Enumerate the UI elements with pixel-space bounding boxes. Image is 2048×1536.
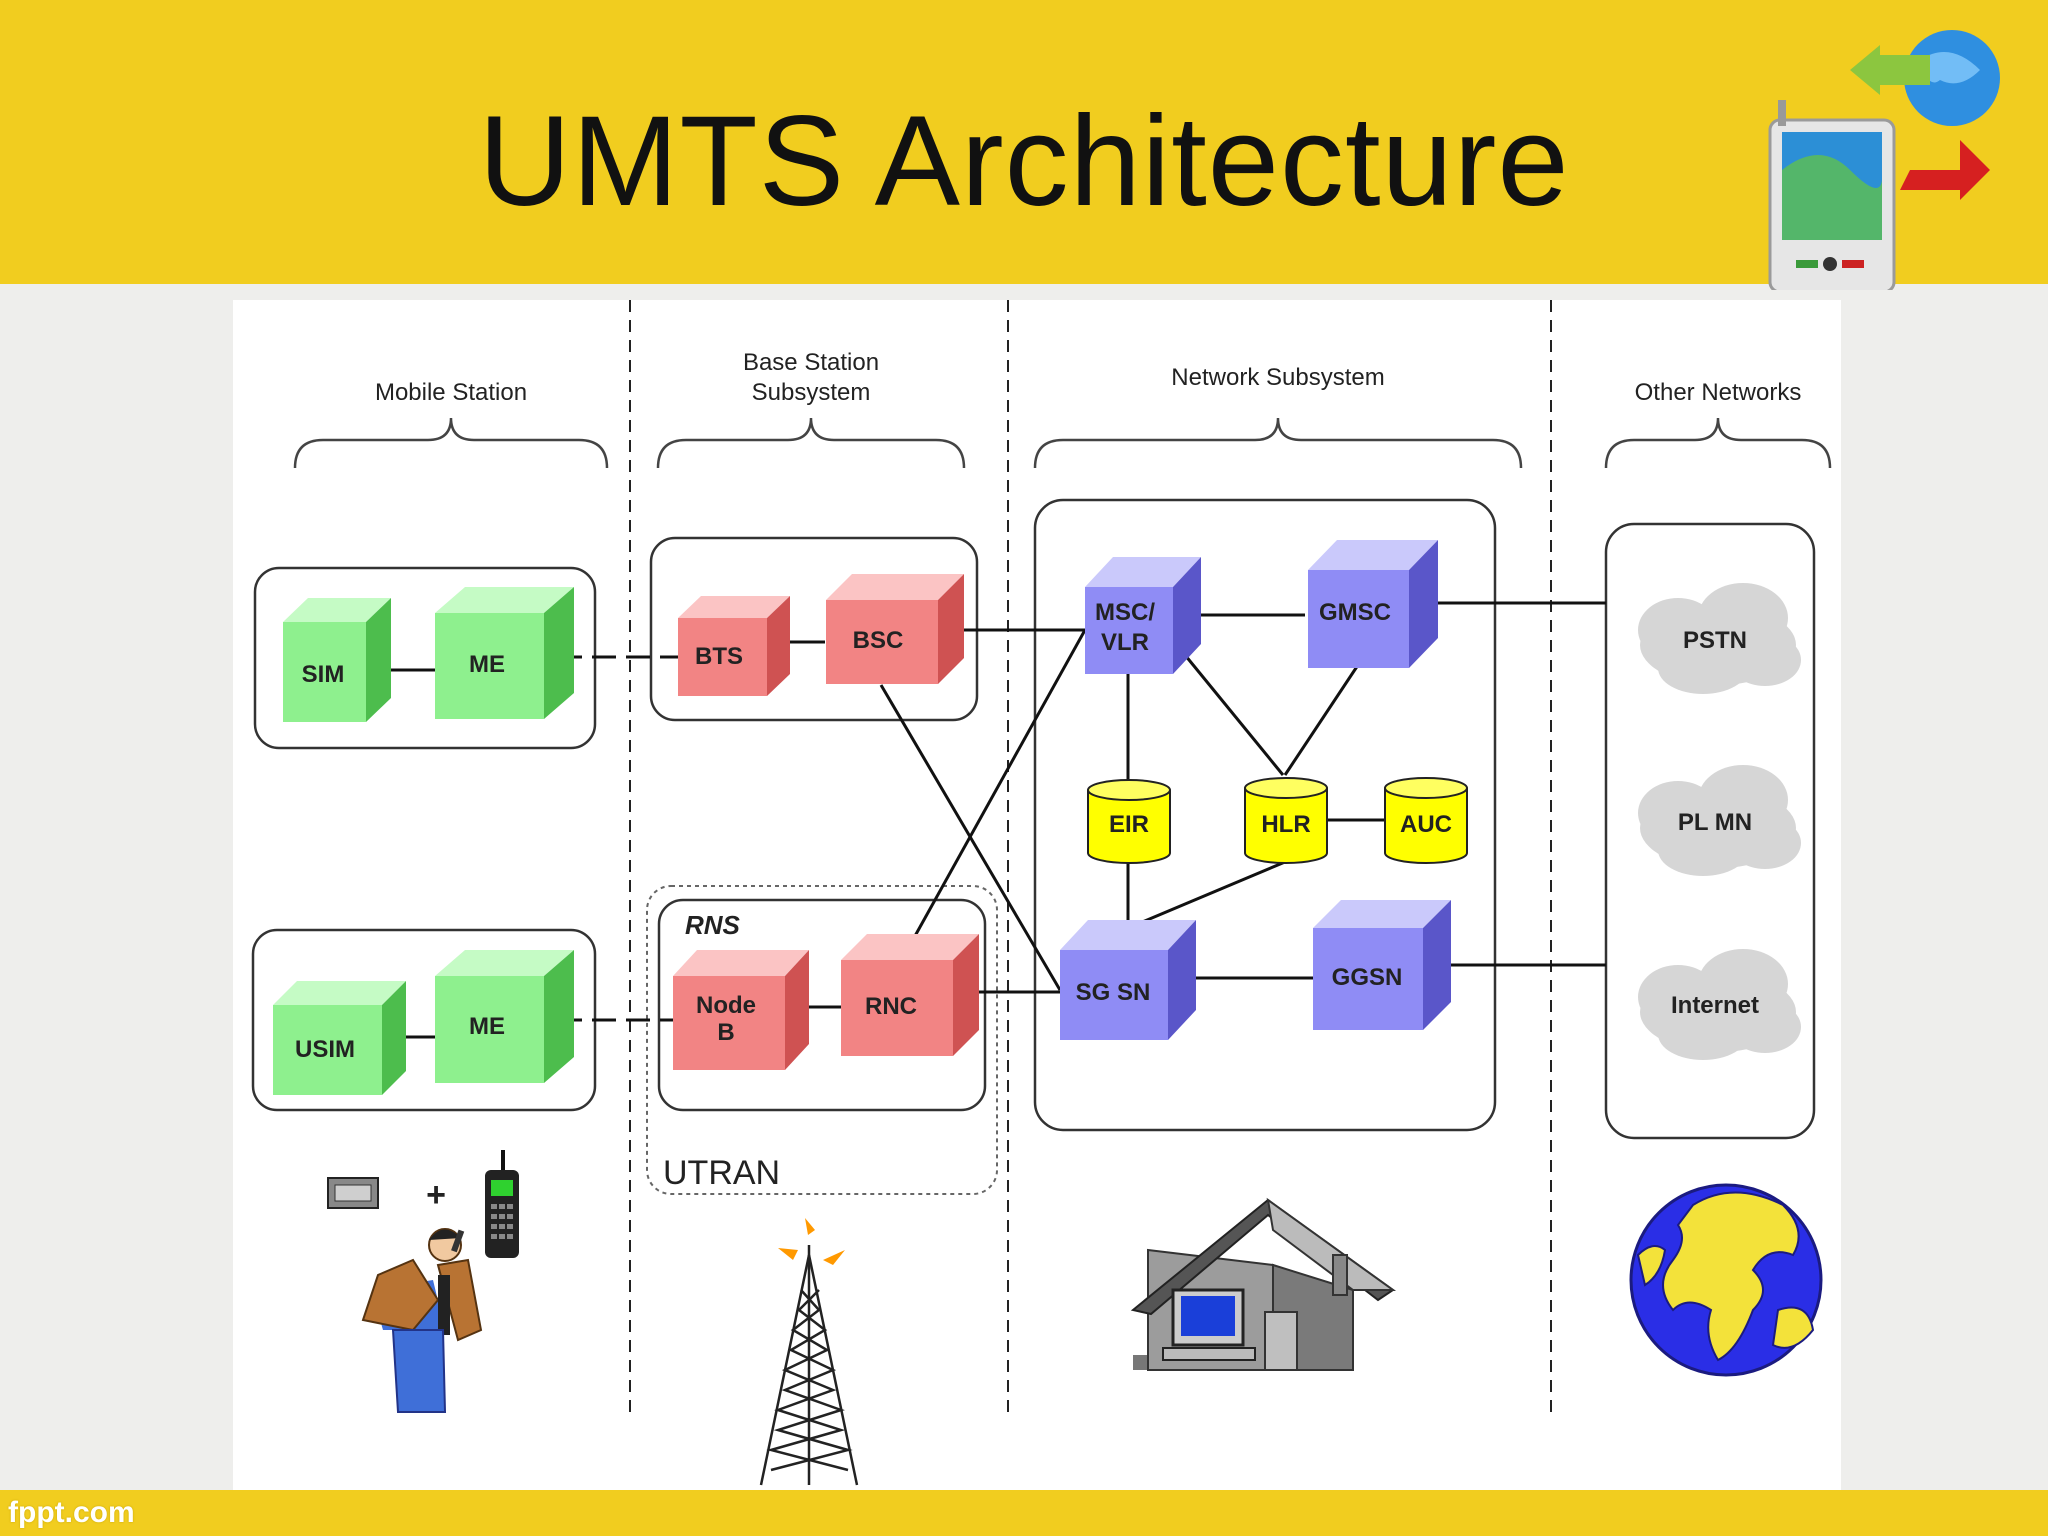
plmn-cloud: PL MN bbox=[1638, 765, 1801, 876]
globe-icon bbox=[1629, 1183, 1823, 1377]
gmsc-cube: GMSC bbox=[1308, 540, 1438, 668]
utran-group bbox=[646, 885, 998, 1195]
svg-text:GGSN: GGSN bbox=[1332, 964, 1403, 991]
me-cube-top: ME bbox=[435, 587, 574, 719]
smart-card-icon bbox=[327, 1177, 379, 1209]
rns-group bbox=[657, 898, 987, 1112]
footer-brand: fppt.com bbox=[8, 1496, 135, 1529]
footer-bar bbox=[0, 1490, 2048, 1536]
internet-cloud: Internet bbox=[1638, 949, 1801, 1060]
phone-globe-logo-icon bbox=[1768, 30, 2000, 290]
section-bss-line2: Subsystem bbox=[752, 379, 871, 406]
brace-other-networks bbox=[1604, 417, 1832, 469]
svg-text:RNC: RNC bbox=[865, 993, 917, 1020]
person-on-phone-icon bbox=[361, 1228, 483, 1413]
svg-text:PSTN: PSTN bbox=[1683, 627, 1747, 654]
slide-title: UMTS Architecture bbox=[478, 90, 1570, 233]
link-msc-hlr bbox=[1183, 654, 1285, 776]
usim-cube: USIM bbox=[273, 981, 406, 1095]
pstn-cloud: PSTN bbox=[1638, 583, 1801, 694]
me-cube-bottom: ME bbox=[435, 950, 574, 1083]
auc-database: AUC bbox=[1384, 777, 1468, 864]
bts-cube: BTS bbox=[678, 596, 790, 696]
title-bar bbox=[0, 0, 2048, 284]
bsc-cube: BSC bbox=[826, 574, 964, 684]
section-bss-line1: Base Station bbox=[743, 349, 879, 376]
svg-text:MSC/: MSC/ bbox=[1095, 599, 1155, 626]
svg-text:PL MN: PL MN bbox=[1678, 809, 1752, 836]
network-subsystem-group bbox=[1033, 498, 1497, 1132]
section-other-networks: Other Networks bbox=[1635, 379, 1802, 406]
svg-text:BSC: BSC bbox=[853, 627, 904, 654]
svg-text:BTS: BTS bbox=[695, 643, 743, 670]
svg-text:Internet: Internet bbox=[1671, 992, 1759, 1019]
nodeb-cube: Node B bbox=[673, 950, 809, 1070]
sgsn-cube: SG SN bbox=[1060, 920, 1196, 1040]
svg-text:VLR: VLR bbox=[1101, 629, 1149, 656]
plus-sign: + bbox=[426, 1176, 446, 1214]
svg-text:EIR: EIR bbox=[1109, 811, 1149, 838]
svg-text:Node: Node bbox=[696, 992, 756, 1019]
eir-database: EIR bbox=[1087, 779, 1171, 864]
utran-label: UTRAN bbox=[663, 1154, 780, 1192]
svg-text:SIM: SIM bbox=[302, 661, 345, 688]
umts-architecture-diagram: Mobile Station Base Station Subsystem Ne… bbox=[251, 300, 1832, 1486]
brace-bss bbox=[656, 417, 966, 469]
link-hlr-sgsn bbox=[1127, 860, 1286, 930]
section-mobile-station: Mobile Station bbox=[375, 379, 527, 406]
other-networks-group bbox=[1604, 522, 1816, 1140]
svg-text:AUC: AUC bbox=[1400, 811, 1452, 838]
rns-label: RNS bbox=[685, 910, 741, 940]
svg-text:ME: ME bbox=[469, 1013, 505, 1040]
svg-text:B: B bbox=[717, 1019, 734, 1046]
sim-cube: SIM bbox=[283, 598, 391, 722]
svg-text:HLR: HLR bbox=[1261, 811, 1310, 838]
svg-text:ME: ME bbox=[469, 651, 505, 678]
svg-text:SG SN: SG SN bbox=[1076, 979, 1151, 1006]
diagram-panel: Mobile Station Base Station Subsystem Ne… bbox=[233, 300, 1841, 1492]
brace-network-subsystem bbox=[1033, 417, 1523, 469]
svg-text:GMSC: GMSC bbox=[1319, 599, 1391, 626]
mobile-phone-icon bbox=[485, 1150, 519, 1258]
hlr-database: HLR bbox=[1244, 777, 1328, 864]
ggsn-cube: GGSN bbox=[1313, 900, 1451, 1030]
link-gmsc-hlr bbox=[1283, 664, 1360, 776]
section-network-subsystem: Network Subsystem bbox=[1171, 364, 1384, 391]
msc-vlr-cube: MSC/ VLR bbox=[1085, 557, 1201, 674]
link-rnc-msc bbox=[908, 629, 1087, 946]
rnc-cube: RNC bbox=[841, 934, 979, 1056]
brace-mobile-station bbox=[293, 417, 609, 469]
svg-text:USIM: USIM bbox=[295, 1036, 355, 1063]
house-with-computer-icon bbox=[1130, 1197, 1397, 1371]
radio-tower-icon bbox=[759, 1218, 859, 1486]
